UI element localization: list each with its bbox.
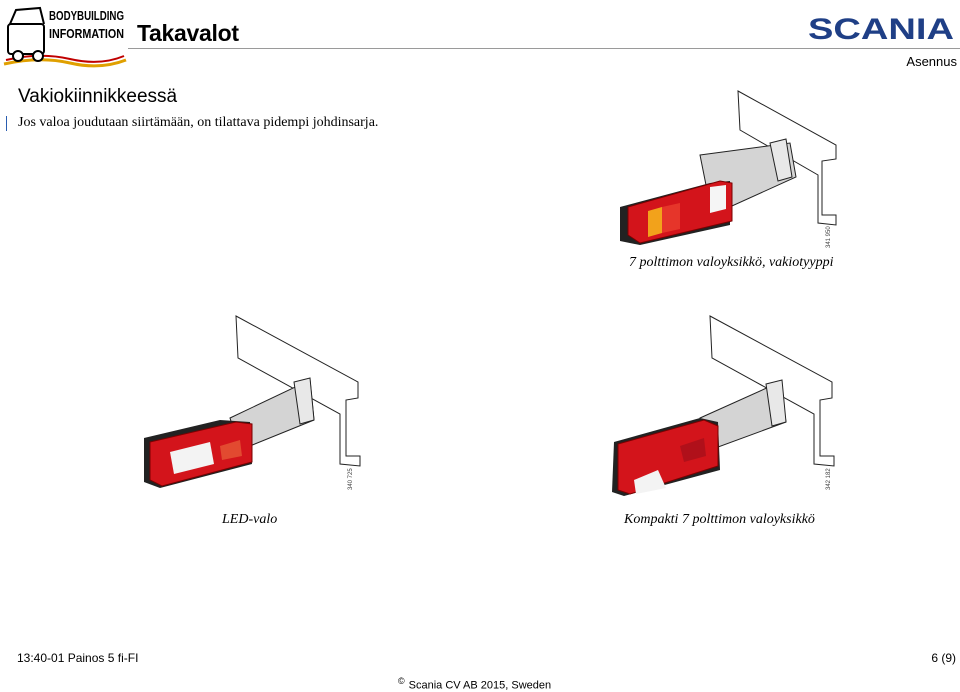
header-divider <box>128 48 960 49</box>
compact-tail-lamp <box>612 418 720 496</box>
scania-logo: SCANIA <box>808 13 954 46</box>
figure-standard-lamp <box>620 90 837 245</box>
figure-led-lamp <box>144 315 361 488</box>
copyright-text: Scania CV AB 2015, Sweden <box>408 679 552 692</box>
section-label: Asennus <box>906 54 957 69</box>
page-title: Takavalot <box>137 20 239 46</box>
figure-id: 341 950 <box>826 226 832 248</box>
figure-compact-lamp <box>612 315 835 496</box>
figure-caption: LED-valo <box>222 512 278 527</box>
led-tail-lamp <box>144 420 253 488</box>
figure-caption: Kompakti 7 polttimon valoyksikkö <box>624 512 815 527</box>
brand-wordmark: SCANIA <box>808 13 954 46</box>
change-bar <box>6 116 7 131</box>
footer-copyright: ©Scania CV AB 2015, Sweden <box>398 676 551 692</box>
footer-document-reference: 13:40-01 Painos 5 fi-FI <box>17 651 139 665</box>
logo-text-line2: INFORMATION <box>49 27 124 41</box>
section-heading: Vakiokiinnikkeessä <box>18 86 178 107</box>
figure-id: 342 182 <box>826 468 832 490</box>
copyright-symbol: © <box>398 676 405 686</box>
note-text: Jos valoa joudutaan siirtämään, on tilat… <box>18 115 379 130</box>
figure-caption: 7 polttimon valoyksikkö, vakiotyyppi <box>629 255 834 270</box>
bodybuilding-information-logo: BODYBUILDING INFORMATION <box>3 6 127 68</box>
figure-id: 340 725 <box>348 468 354 490</box>
standard-tail-lamp <box>620 180 733 245</box>
logo-text-line1: BODYBUILDING <box>49 9 124 23</box>
footer-page-number: 6 (9) <box>931 651 956 665</box>
